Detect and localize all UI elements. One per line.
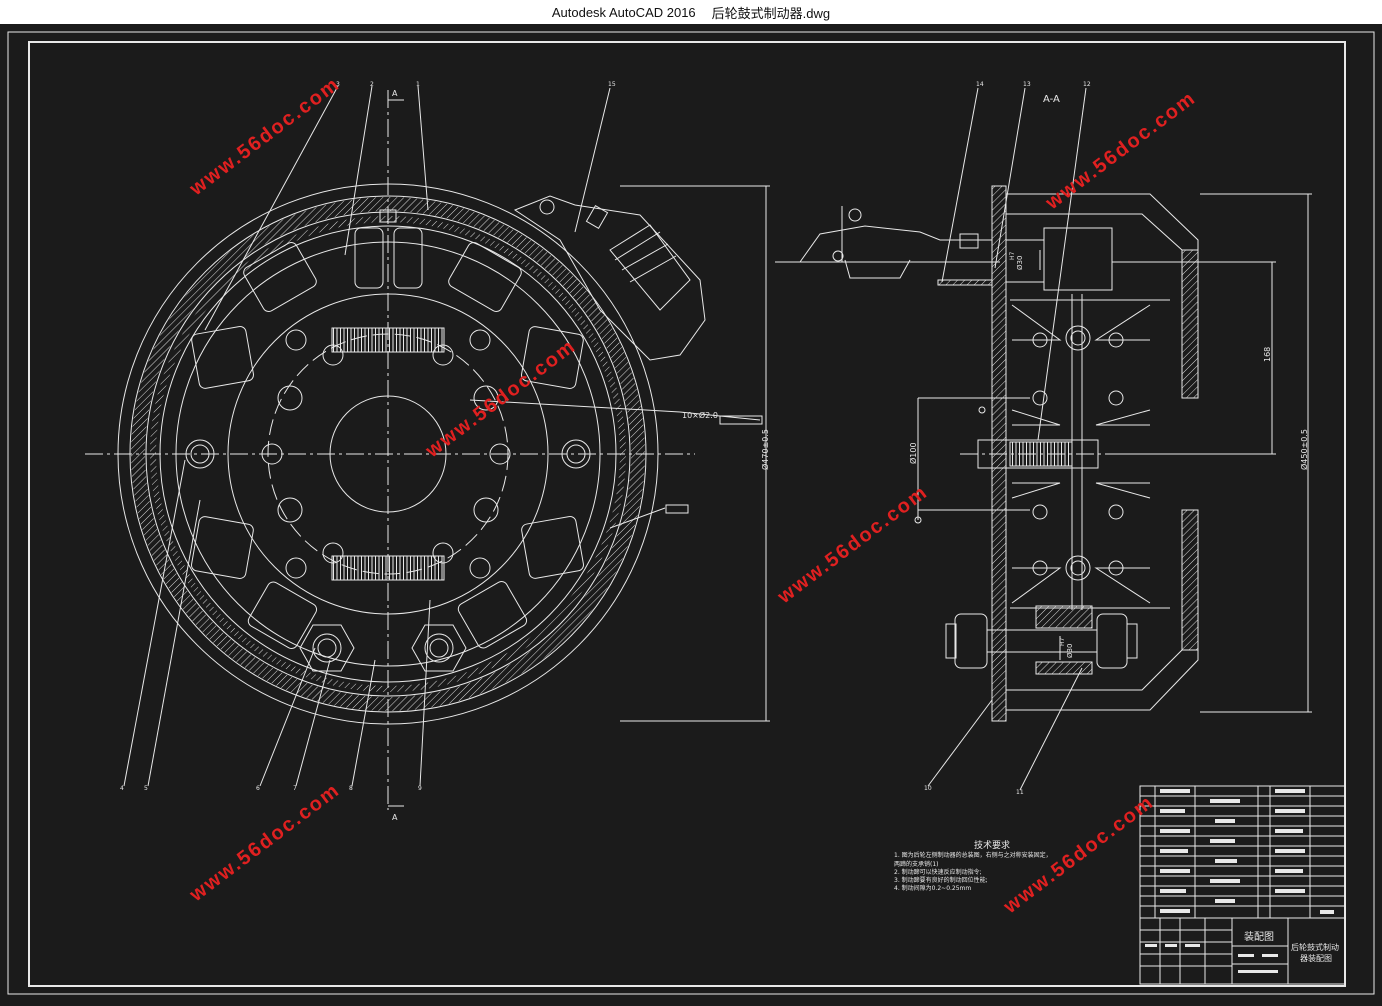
- dim-height: 168: [1263, 347, 1272, 362]
- title-block: [1139, 917, 1346, 985]
- part-number: 7: [293, 785, 297, 792]
- part-number: 2: [370, 81, 374, 88]
- tech-req-line: 4. 制动间隙为0.2~0.25mm: [894, 884, 971, 892]
- watermark-text: www.56doc.com: [421, 335, 580, 463]
- upper-spring: [331, 327, 445, 353]
- section-marker-bottom: A: [392, 813, 398, 822]
- part-number: 14: [976, 81, 984, 88]
- brake-pads: [190, 227, 584, 649]
- part-number: 4: [120, 785, 124, 792]
- dim-outer-dia: Ø470±0.5: [760, 429, 770, 470]
- part-number: 15: [608, 81, 616, 88]
- dim-fit-top: H7: [1009, 251, 1016, 260]
- tech-req-line: 两蹄的支承销(1): [894, 860, 939, 868]
- tech-req-line: 2. 制动蹄可以快速反应制动指令;: [894, 868, 982, 876]
- outer-frame: [7, 31, 1375, 995]
- dim-100: Ø100: [908, 442, 918, 464]
- wheel-cylinder: [513, 195, 706, 361]
- drawing-type: 装配图: [1244, 930, 1274, 943]
- dim-pin-top: Ø30: [1016, 256, 1024, 270]
- part-number: 5: [144, 785, 148, 792]
- drawing-name-2: 器装配图: [1300, 953, 1332, 963]
- tech-req-line: 1. 图为后轮左侧制动器的总装图，右侧与之对称安装固定，: [894, 851, 1052, 859]
- cad-drawing[interactable]: A-A A A Ø470±0.5 Ø450±0.5 168 Ø100 10×Ø2…: [0, 24, 1382, 1002]
- dim-pin-bottom: Ø30: [1066, 644, 1074, 658]
- part-number: 3: [336, 81, 340, 88]
- section-marker-top: A: [392, 89, 398, 98]
- section-view: [775, 87, 1312, 791]
- dim-spring: 10×Ø2.0: [682, 410, 718, 420]
- part-number: 12: [1083, 81, 1091, 88]
- part-number: 1: [416, 81, 420, 88]
- part-number: 9: [418, 785, 422, 792]
- part-number: 13: [1023, 81, 1031, 88]
- watermark-text: www.56doc.com: [185, 73, 344, 201]
- parts-list: [1139, 785, 1346, 919]
- drawing-name-1: 后轮鼓式制动: [1291, 942, 1339, 952]
- app-name: Autodesk AutoCAD 2016: [551, 4, 696, 20]
- dim-drum-dia: Ø450±0.5: [1299, 429, 1309, 470]
- tech-req-line: 3. 制动蹄要有良好的制动回位性能;: [894, 876, 988, 884]
- watermark-text: www.56doc.com: [1041, 87, 1200, 215]
- part-number: 10: [924, 785, 932, 792]
- window-title-bar: Autodesk AutoCAD 2016 后轮鼓式制动器.dwg: [0, 0, 1382, 24]
- part-number: 8: [349, 785, 353, 792]
- section-label: A-A: [1043, 94, 1060, 105]
- file-name: 后轮鼓式制动器.dwg: [711, 5, 831, 21]
- tech-req-title: 技术要求: [974, 839, 1010, 851]
- watermark-text: www.56doc.com: [185, 779, 344, 907]
- part-number: 6: [256, 785, 260, 792]
- parts-list-cells: [1145, 789, 1334, 973]
- inner-frame: [28, 41, 1346, 987]
- part-number: 11: [1016, 789, 1024, 796]
- watermark-text: www.56doc.com: [773, 481, 932, 609]
- drawing-canvas[interactable]: A-A A A Ø470±0.5 Ø450±0.5 168 Ø100 10×Ø2…: [0, 24, 1382, 1002]
- lower-spring: [331, 555, 445, 581]
- watermarks: www.56doc.com www.56doc.com www.56doc.co…: [185, 73, 1200, 919]
- dim-fit-bottom: H7: [1059, 637, 1066, 646]
- front-view: [85, 85, 770, 810]
